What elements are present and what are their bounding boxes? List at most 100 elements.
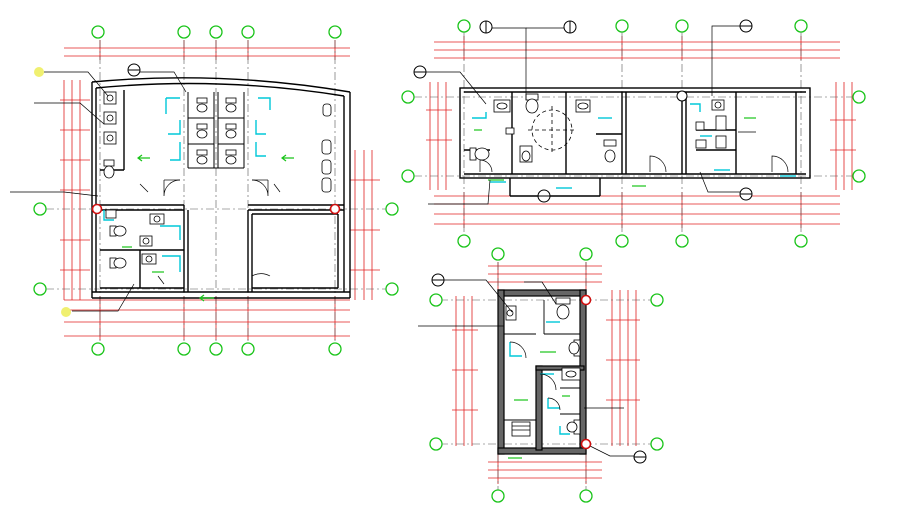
toilet-icon: [225, 123, 237, 139]
plan-a-walls: [91, 77, 351, 299]
section-marker-icon: [479, 20, 493, 34]
urinal-icon: [322, 103, 332, 117]
toilet-icon: [695, 139, 707, 149]
axis-point-marker-icon: [580, 438, 592, 450]
washbasin-icon: [105, 209, 117, 219]
washbasin-icon: [711, 99, 725, 111]
toilet-icon: [103, 159, 115, 179]
section-marker-icon: [537, 189, 551, 203]
plan-b-restroom: [401, 19, 866, 248]
grid-bubble-icon: [401, 169, 415, 183]
door-swing-icon: [103, 210, 114, 221]
axis-point-marker-icon: [329, 203, 341, 215]
plan-c-arrows: [508, 351, 570, 459]
grid-bubble-icon: [457, 234, 471, 248]
plan-c-partitions: [504, 300, 580, 421]
toilet-icon: [715, 135, 727, 149]
plan-a-leaders: [10, 71, 281, 312]
plan-a-grid-bubbles: [33, 25, 399, 356]
door-swing-icon: [170, 142, 181, 161]
grid-bubble-icon: [328, 342, 342, 356]
grid-bubble-icon: [650, 293, 664, 307]
plan-a-doors: [103, 97, 271, 272]
toilet-icon: [225, 149, 237, 165]
toilet-icon: [196, 149, 208, 165]
grid-bubble-icon: [177, 342, 191, 356]
plan-b-fixtures: [469, 93, 727, 163]
plan-b-arrows: [474, 117, 756, 187]
plan-a-arrows: [122, 154, 294, 302]
washbasin-icon: [493, 99, 511, 113]
grid-bubble-icon: [401, 90, 415, 104]
grid-bubble-icon: [491, 247, 505, 261]
urinal-icon: [321, 159, 332, 175]
plan-a-stall-partitions: [187, 92, 245, 169]
urinal-icon: [321, 177, 332, 193]
toilet-icon: [469, 147, 490, 161]
door-swing-icon: [547, 398, 560, 409]
plan-b-walls: [459, 87, 811, 197]
plan-c-restroom: [418, 247, 664, 503]
plan-b-dimensions: [426, 36, 856, 228]
washbasin-icon: [575, 99, 591, 113]
door-swing-icon: [559, 426, 570, 435]
washbasin-icon: [149, 213, 165, 225]
toilet-icon: [196, 97, 208, 113]
grid-bubble-icon: [209, 342, 223, 356]
section-marker-icon: [739, 19, 753, 33]
grid-bubble-icon: [177, 25, 191, 39]
grid-bubble-icon: [457, 19, 471, 33]
grid-bubble-icon: [579, 247, 593, 261]
plan-a-toilets: [103, 91, 332, 269]
grid-bubble-icon: [209, 25, 223, 39]
grid-bubble-icon: [794, 19, 808, 33]
section-marker-icon: [739, 187, 753, 201]
door-swing-icon: [165, 97, 180, 114]
urinal-icon: [321, 139, 332, 155]
door-swing-icon: [258, 97, 271, 110]
door-swing-icon: [162, 255, 181, 272]
toilet-icon: [525, 93, 539, 114]
axis-point-marker-icon: [580, 294, 592, 306]
grid-bubble-icon: [852, 90, 866, 104]
washbasin-icon: [103, 111, 117, 125]
toilet-icon: [568, 339, 581, 357]
axis-point-marker-icon: [91, 203, 103, 215]
door-swing-icon: [472, 112, 487, 119]
door-swing-icon: [509, 342, 522, 357]
door-swing-icon: [160, 225, 181, 240]
section-marker-icon: [633, 450, 647, 464]
section-marker-icon: [676, 90, 688, 102]
washbasin-icon: [103, 131, 117, 145]
plan-a-restroom: [10, 25, 399, 356]
section-marker-icon: [563, 20, 577, 34]
door-swing-icon: [168, 120, 181, 135]
section-marker-icon: [413, 65, 427, 79]
toilet-icon: [519, 145, 533, 163]
washbasin-icon: [505, 305, 517, 321]
grid-bubble-icon: [675, 234, 689, 248]
plan-a-grid-axes: [46, 40, 386, 342]
plan-c-dimensions: [452, 262, 640, 484]
door-swing-icon: [255, 120, 266, 135]
grid-bubble-icon: [852, 169, 866, 183]
plan-b-door-arcs: [479, 155, 789, 173]
plan-a-dimensions: [60, 40, 380, 340]
plan-c-leaders: [418, 279, 636, 457]
grid-bubble-icon: [675, 19, 689, 33]
plan-b-doors: [472, 103, 796, 189]
plan-b-grid-bubbles: [401, 19, 866, 248]
plan-b-markers: [413, 19, 753, 203]
plan-b-round-feature: [528, 106, 576, 154]
plan-c-fixtures: [505, 297, 581, 437]
door-swing-icon: [255, 142, 266, 157]
toilet-icon: [695, 121, 705, 131]
grid-bubble-icon: [615, 19, 629, 33]
grid-bubble-icon: [33, 202, 47, 216]
plan-c-door-arcs: [509, 341, 561, 411]
stair-icon: [511, 421, 531, 437]
plan-c-markers: [431, 273, 647, 464]
toilet-icon: [196, 123, 208, 139]
